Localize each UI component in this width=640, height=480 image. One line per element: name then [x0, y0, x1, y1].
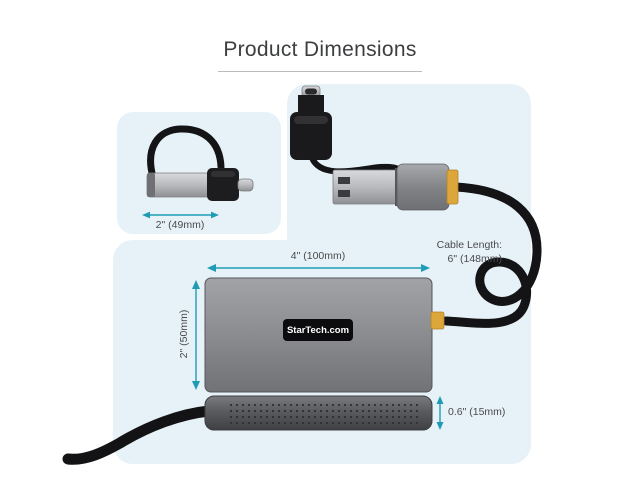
inset-usb-c-adapter-illustration — [146, 125, 254, 201]
usb-c-dongle-illustration — [290, 85, 332, 160]
thickness-dimension-line — [436, 396, 444, 430]
bottom-cable-illustration — [62, 405, 215, 465]
cable-length-label: Cable Length: 6" (148mm) — [418, 238, 502, 266]
page-title: Product Dimensions — [223, 38, 417, 61]
startech-badge: StarTech.com — [283, 319, 353, 341]
main-cable-loop — [441, 182, 542, 328]
cable-length-label-line1: Cable Length: — [436, 239, 502, 251]
inset-width-dimension — [142, 211, 219, 219]
thickness-label: 0.6" (15mm) — [448, 406, 506, 418]
enclosure-side-view — [204, 395, 433, 431]
width-label: 4" (100mm) — [290, 250, 346, 262]
height-dimension-line — [192, 280, 200, 390]
usb-a-connector-illustration — [332, 163, 459, 211]
title-underline — [218, 71, 422, 72]
cable-length-label-line2: 6" (148mm) — [447, 253, 503, 265]
width-dimension-line — [207, 264, 430, 272]
inset-width-label: 2" (49mm) — [155, 219, 205, 231]
height-label: 2" (50mm) — [178, 309, 190, 359]
